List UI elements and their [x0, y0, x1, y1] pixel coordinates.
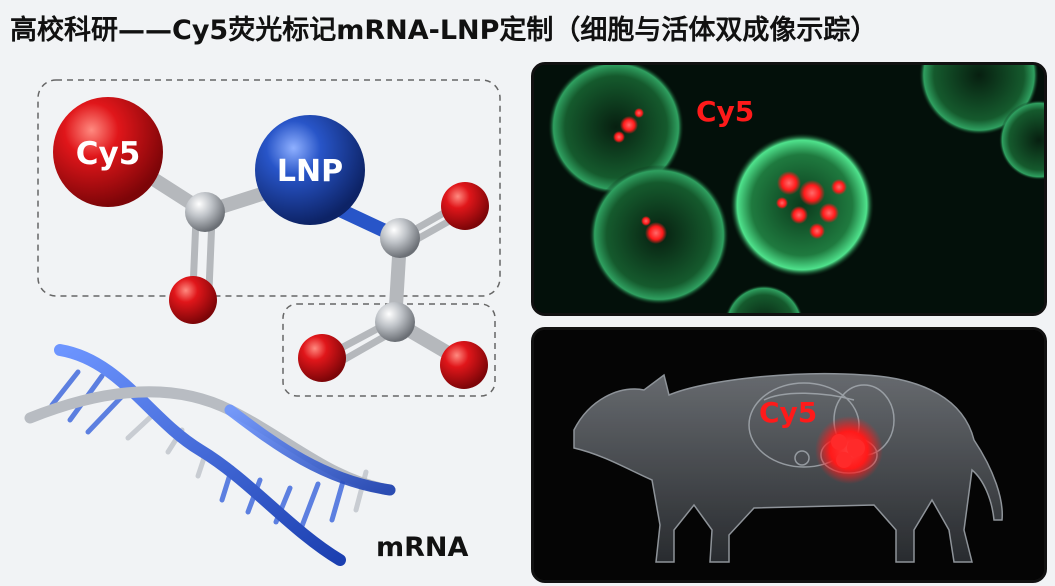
cy5-sphere-label: Cy5 — [76, 136, 141, 172]
oxygen-atom — [441, 182, 489, 230]
animal-cy5-label: Cy5 — [759, 396, 817, 429]
cell-imaging-panel: Cy5 — [531, 62, 1047, 316]
carbon-atom — [375, 302, 415, 342]
cell-imaging-image: Cy5 — [534, 65, 1044, 313]
oxygen-atom — [169, 276, 217, 324]
carbon-atom — [380, 218, 420, 258]
dashed-box-main — [37, 79, 501, 297]
carbon-atom — [185, 192, 225, 232]
animal-silhouette — [573, 372, 1003, 563]
mrna-label: mRNA — [376, 532, 469, 563]
cy5-sphere — [53, 97, 163, 207]
mrna-helix — [24, 344, 396, 566]
cell — [999, 100, 1044, 180]
in-vivo-imaging-panel: Cy5 — [531, 327, 1047, 583]
molecule-illustration: Cy5 LNP — [24, 79, 501, 566]
cell — [548, 65, 684, 195]
cell — [725, 285, 803, 313]
cy5-signal-dots — [613, 108, 847, 244]
lnp-sphere — [255, 115, 365, 225]
oxygen-atom — [440, 341, 488, 389]
oxygen-atom — [298, 334, 346, 382]
cells-cy5-label: Cy5 — [696, 95, 754, 128]
page-title: 高校科研——Cy5荧光标记mRNA-LNP定制（细胞与活体双成像示踪） — [10, 15, 878, 46]
cell — [730, 133, 874, 277]
lnp-sphere-label: LNP — [277, 154, 343, 189]
in-vivo-imaging-image: Cy5 — [534, 330, 1044, 580]
